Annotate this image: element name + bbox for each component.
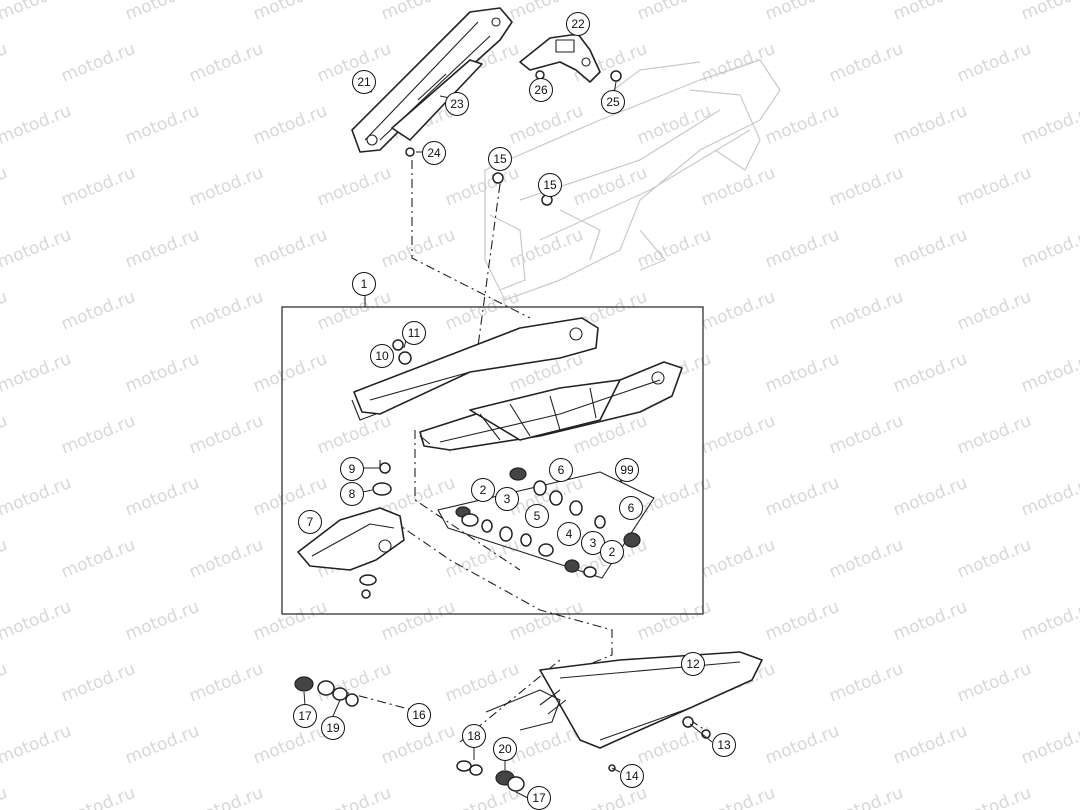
upper-fasteners	[405, 70, 622, 206]
callout-6-b: 6	[619, 496, 643, 520]
watermark-text: motod.ru	[0, 783, 10, 810]
callout-12: 12	[681, 652, 705, 676]
callout-6-a: 6	[549, 458, 573, 482]
callout-13: 13	[712, 733, 736, 757]
ghost-frame-outline	[484, 59, 781, 301]
callout-2-b: 2	[600, 540, 624, 564]
callout-10: 10	[370, 344, 394, 368]
bearing-kit-part	[437, 467, 655, 579]
callout-8: 8	[340, 482, 364, 506]
callout-20: 20	[493, 737, 517, 761]
assembly-lines	[321, 160, 706, 743]
callout-11: 11	[402, 321, 426, 345]
callout-99: 99	[615, 458, 639, 482]
callout-21: 21	[352, 70, 376, 94]
callout-7: 7	[298, 510, 322, 534]
callout-1: 1	[352, 272, 376, 296]
linkage-part	[297, 462, 405, 599]
callout-26: 26	[529, 78, 553, 102]
callout-4: 4	[557, 522, 581, 546]
callout-14: 14	[620, 764, 644, 788]
callout-5: 5	[525, 504, 549, 528]
callout-18: 18	[462, 724, 486, 748]
callout-25: 25	[601, 90, 625, 114]
subframe-rail-part	[351, 7, 513, 153]
callout-22: 22	[566, 12, 590, 36]
group-1-frame	[281, 306, 704, 615]
callout-24: 24	[422, 141, 446, 165]
bracket-part	[519, 33, 601, 83]
callout-23: 23	[445, 92, 469, 116]
callout-15-b: 15	[538, 173, 562, 197]
callout-3-a: 3	[495, 487, 519, 511]
callout-2-a: 2	[471, 478, 495, 502]
callout-19: 19	[321, 716, 345, 740]
callout-17-b: 17	[527, 786, 551, 810]
callout-15-a: 15	[488, 147, 512, 171]
callout-17-a: 17	[293, 704, 317, 728]
callout-16: 16	[407, 703, 431, 727]
swingarm-part	[351, 317, 683, 451]
axle-hardware	[294, 676, 525, 792]
callout-9: 9	[340, 457, 364, 481]
